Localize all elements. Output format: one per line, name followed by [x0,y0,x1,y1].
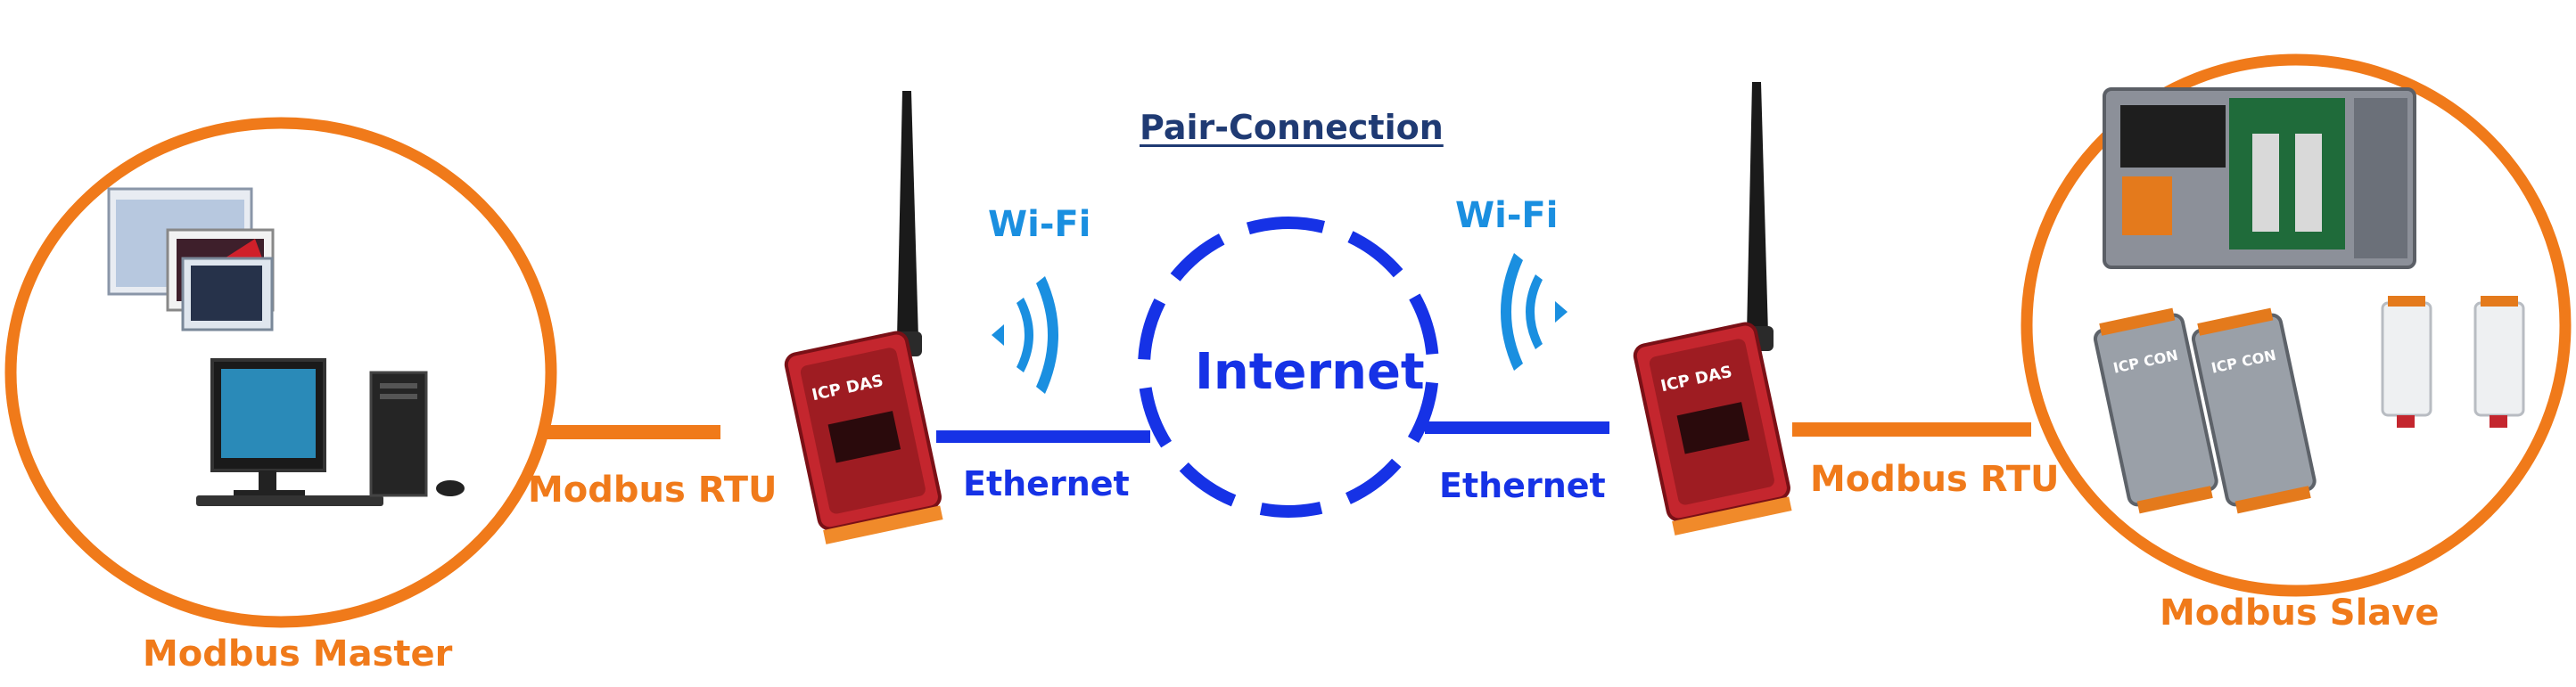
left-wifi-signal-icon [992,276,1058,394]
right-device-antenna [1747,82,1768,334]
left-device-antenna [897,91,918,339]
right-ethernet-label: Ethernet [1439,466,1606,505]
right-wifi-label: Wi-Fi [1455,195,1559,236]
internet-label: Internet [1195,343,1425,401]
right-modbus-rtu-label: Modbus RTU [1810,459,2060,500]
left-ethernet-label: Ethernet [963,464,1130,503]
right-wireless-device: ICP DAS [1633,82,1792,536]
desktop-computer-image [196,358,465,506]
modbus-master-label: Modbus Master [143,634,453,675]
pac-controller-image [2103,87,2416,269]
internet-ring [1138,217,1439,518]
hmi-screens-image [107,187,275,331]
modbus-slave-label: Modbus Slave [2160,593,2440,634]
left-modbus-rtu-label: Modbus RTU [528,470,778,511]
pair-connection-title: Pair-Connection [1140,108,1444,147]
master-group-circle [4,117,557,628]
left-wireless-device: ICP DAS [784,91,943,544]
left-wifi-label: Wi-Fi [988,204,1091,245]
io-modules-image: ICP CON ICP CON [2093,296,2525,514]
slave-group-circle [2020,53,2572,597]
right-wifi-signal-icon [1501,253,1568,371]
